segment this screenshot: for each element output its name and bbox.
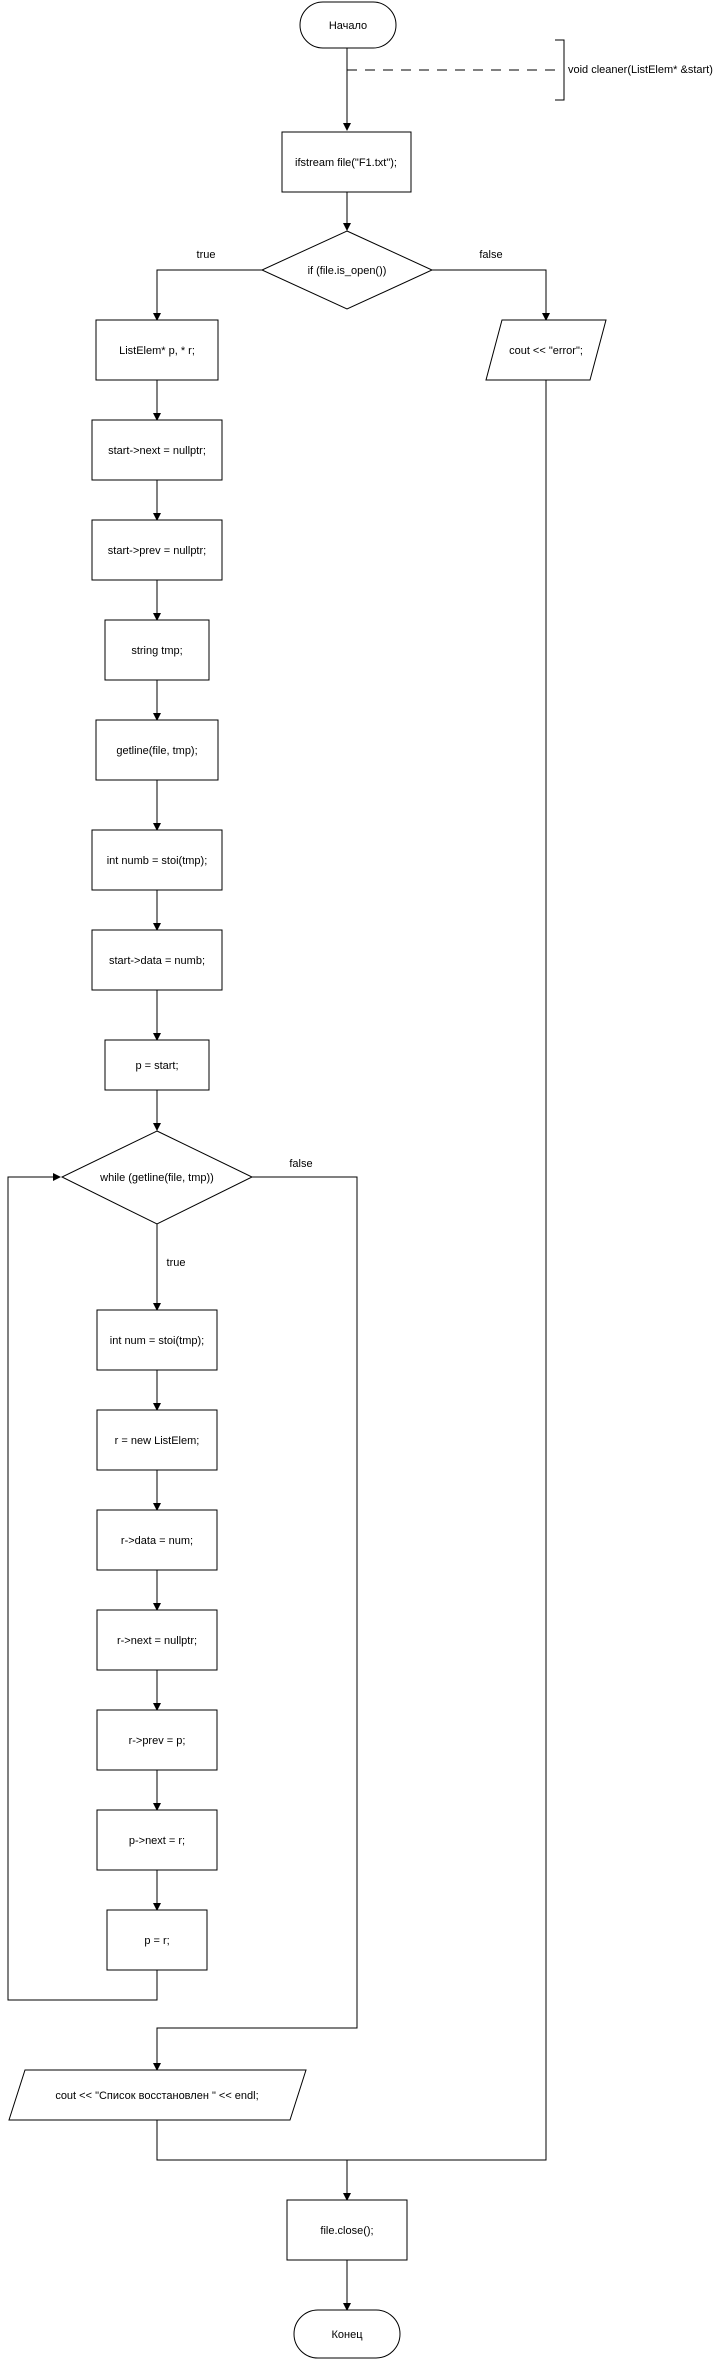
node-declare-ptrs: ListElem* p, * r; [95,319,219,381]
node-string-tmp-label: string tmp; [131,645,182,657]
node-r-new: r = new ListElem; [96,1409,218,1471]
node-start-data: start->data = numb; [91,929,223,991]
node-file-close-label: file.close(); [320,2225,373,2237]
node-start-next: start->next = nullptr; [91,419,223,481]
node-p-start: p = start; [104,1039,210,1091]
node-r-data-label: r->data = num; [121,1535,193,1547]
node-file-close: file.close(); [286,2199,408,2261]
node-if-open: if (file.is_open()) [260,230,434,310]
edge-if-true [153,269,262,321]
while-false-label: false [289,1158,312,1170]
node-p-next-label: p->next = r; [129,1835,185,1847]
node-p-r: p = r; [106,1909,208,1971]
node-p-next: p->next = r; [96,1809,218,1871]
node-while-loop: while (getline(file, tmp)) [60,1130,254,1225]
end-terminal: Конец [293,2309,401,2359]
node-r-next: r->next = nullptr; [96,1609,218,1671]
node-open-file: ifstream file("F1.txt"); [281,131,412,193]
annotation-text: void cleaner(ListElem* &start) [568,64,713,76]
node-getline-first-label: getline(file, tmp); [116,745,197,757]
node-start-prev-label: start->prev = nullptr; [108,545,206,557]
if-false-label: false [479,249,502,261]
node-start-data-label: start->data = numb; [109,955,205,967]
if-true-label: true [197,249,216,261]
edge-if-false [432,269,550,321]
node-r-data: r->data = num; [96,1509,218,1571]
node-open-file-label: ifstream file("F1.txt"); [295,157,397,169]
node-int-numb: int numb = stoi(tmp); [91,829,223,891]
node-error-out: cout << "error"; [485,319,607,381]
node-r-next-label: r->next = nullptr; [117,1635,197,1647]
edge-loop-back [7,1173,158,2001]
while-true-label: true [167,1257,186,1269]
annotation-bracket [555,39,565,101]
node-error-out-label: cout << "error"; [509,345,583,357]
node-if-open-label: if (file.is_open()) [308,265,387,277]
end-label: Конец [331,2329,363,2341]
node-start-prev: start->prev = nullptr; [91,519,223,581]
node-p-start-label: p = start; [135,1060,178,1072]
node-int-num: int num = stoi(tmp); [96,1309,218,1371]
node-declare-ptrs-label: ListElem* p, * r; [119,345,195,357]
node-int-numb-label: int numb = stoi(tmp); [107,855,208,867]
edges [7,39,565,2311]
node-restored-out: cout << "Список восстановлен " << endl; [8,2069,307,2121]
node-r-prev-label: r->prev = p; [129,1735,186,1747]
node-r-new-label: r = new ListElem; [115,1435,200,1447]
edge-error-to-merge [347,380,547,2161]
node-p-r-label: p = r; [144,1935,169,1947]
start-terminal: Начало [299,1,397,49]
edge-restored-to-merge [156,2120,347,2161]
node-restored-out-label: cout << "Список восстановлен " << endl; [55,2090,258,2102]
node-start-next-label: start->next = nullptr; [108,445,206,457]
start-label: Начало [329,20,367,32]
node-int-num-label: int num = stoi(tmp); [110,1335,204,1347]
node-while-loop-label: while (getline(file, tmp)) [99,1172,214,1184]
edge-while-false [153,1176,358,2071]
node-r-prev: r->prev = p; [96,1709,218,1771]
node-string-tmp: string tmp; [104,619,210,681]
node-getline-first: getline(file, tmp); [95,719,219,781]
